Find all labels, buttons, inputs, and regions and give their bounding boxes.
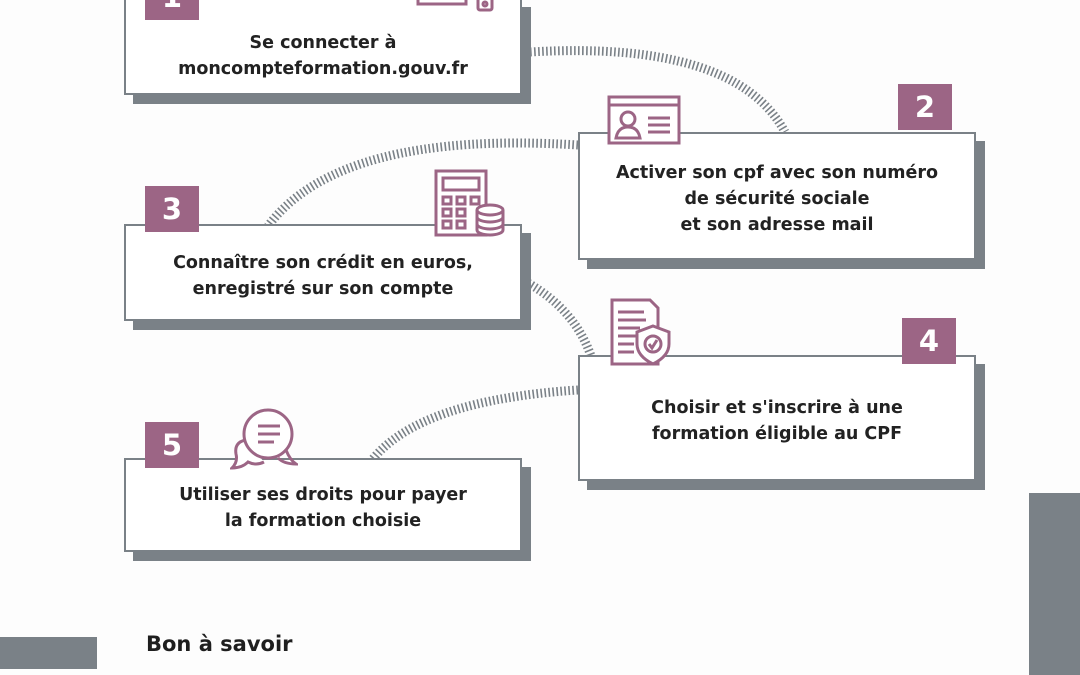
step-3-box: Connaître son crédit en euros, enregistr… (124, 224, 522, 321)
step-2-line-2: de sécurité sociale (684, 189, 870, 209)
step-4-box: Choisir et s'inscrire à une formation él… (578, 355, 976, 481)
step-4-line-2: formation éligible au CPF (651, 424, 903, 444)
step-5-line-2: la formation choisie (224, 511, 422, 531)
left-gray-block (0, 637, 97, 669)
step-2-line-1: Activer son cpf avec son numéro (615, 163, 939, 183)
footer-title: Bon à savoir (146, 632, 293, 656)
step-1-number: 1 (145, 0, 199, 20)
step-5-box: Utiliser ses droits pour payer la format… (124, 458, 522, 552)
connector-4-5 (368, 385, 579, 463)
step-3-number: 3 (145, 186, 199, 232)
step-3-line-1: Connaître son crédit en euros, (173, 252, 473, 273)
step-2-box: Activer son cpf avec son numéro de sécur… (578, 132, 976, 260)
computer-icon (416, 0, 494, 12)
step-2-number: 2 (898, 84, 952, 130)
connector-2-3 (264, 138, 579, 229)
step-1-line-2: moncompteformation.gouv.fr (178, 58, 468, 79)
step-4-number: 4 (902, 318, 956, 364)
step-5-line-1: Utiliser ses droits pour payer (179, 485, 467, 505)
document-shield-icon (610, 298, 671, 366)
connector-3-4 (525, 279, 596, 358)
chat-bubble-icon (230, 408, 298, 470)
calculator-coins-icon (434, 169, 505, 237)
step-3-line-2: enregistré sur son compte (192, 278, 454, 299)
id-card-icon (607, 95, 681, 145)
step-5-number: 5 (145, 422, 199, 468)
step-4-line-1: Choisir et s'inscrire à une (651, 398, 903, 418)
step-1-line-1: Se connecter à (249, 32, 397, 53)
step-2-line-3: et son adresse mail (680, 215, 874, 235)
right-gray-block (1029, 493, 1080, 675)
